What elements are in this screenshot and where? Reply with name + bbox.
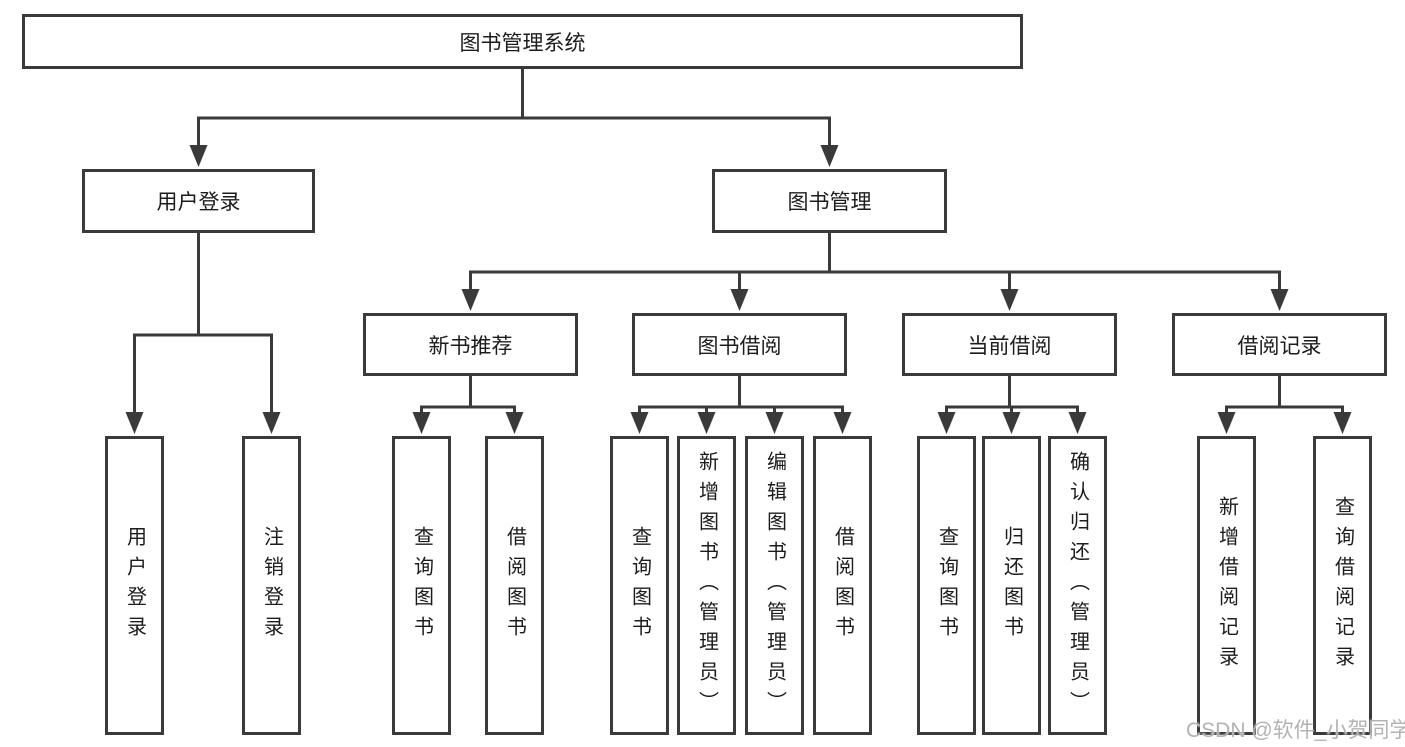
leaf-query-books-1: 查询图书 [392,436,451,735]
leaf-query-books-2-label: 查询图书 [628,525,651,646]
node-book-management-label: 图书管理 [787,191,872,214]
leaf-add-borrow-record-label: 新增借阅记录 [1215,495,1238,676]
leaf-logout: 注销登录 [242,436,301,735]
leaf-query-books-2: 查询图书 [610,436,669,735]
leaf-borrow-books-2: 借阅图书 [813,436,872,735]
node-new-book-recommend-label: 新书推荐 [428,334,513,358]
node-book-borrow: 图书借阅 [632,313,847,376]
leaf-add-borrow-record: 新增借阅记录 [1197,436,1256,735]
leaf-return-book-label: 归还图书 [1000,525,1023,646]
leaf-logout-label: 注销登录 [260,525,283,646]
node-current-borrow-label: 当前借阅 [967,334,1052,358]
leaf-confirm-return-admin-label: 确认归还（管理员） [1066,450,1089,721]
leaf-return-book: 归还图书 [982,436,1041,735]
leaf-confirm-return-admin: 确认归还（管理员） [1048,436,1107,735]
node-current-borrow: 当前借阅 [902,313,1117,376]
watermark-text: CSDN @软件_小贺同学 [1186,719,1405,742]
node-new-book-recommend: 新书推荐 [363,313,578,376]
node-borrow-records-label: 借阅记录 [1237,334,1322,358]
leaf-borrow-books-2-label: 借阅图书 [831,525,854,646]
leaf-query-books-3: 查询图书 [917,436,976,735]
leaf-add-book-admin-label: 新增图书（管理员） [695,450,718,721]
node-book-borrow-label: 图书借阅 [697,334,782,358]
node-library-system-label: 图书管理系统 [459,31,586,55]
leaf-borrow-books-1: 借阅图书 [485,436,544,735]
node-borrow-records: 借阅记录 [1172,313,1387,376]
leaf-query-borrow-record: 查询借阅记录 [1313,436,1372,735]
leaf-query-borrow-record-label: 查询借阅记录 [1331,495,1354,676]
leaf-user-login: 用户登录 [105,436,164,735]
leaf-edit-book-admin: 编辑图书（管理员） [745,436,804,735]
leaf-borrow-books-1-label: 借阅图书 [503,525,526,646]
leaf-add-book-admin: 新增图书（管理员） [677,436,736,735]
leaf-edit-book-admin-label: 编辑图书（管理员） [763,450,786,721]
leaf-query-books-1-label: 查询图书 [410,525,433,646]
arrowhead-icons [125,145,1352,434]
leaf-query-books-3-label: 查询图书 [935,525,958,646]
node-library-system: 图书管理系统 [22,14,1023,69]
node-user-login-label: 用户登录 [156,191,241,214]
node-book-management: 图书管理 [712,169,947,233]
leaf-user-login-label: 用户登录 [123,525,146,646]
node-user-login: 用户登录 [82,169,315,233]
